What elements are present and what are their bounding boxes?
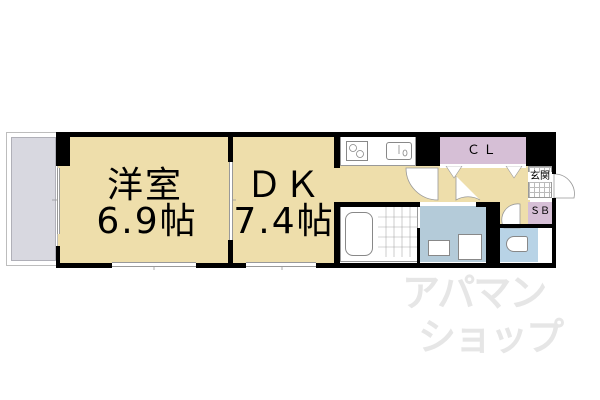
wall-bottom-1 (56, 263, 112, 268)
partition-door (229, 160, 233, 242)
watermark-line2: ショップ (418, 315, 564, 359)
wall-bath-left (334, 202, 340, 268)
wall-right-lower (552, 198, 556, 268)
shoe-box-label: ＳＢ (530, 206, 550, 217)
window-balcony-side (57, 168, 60, 234)
wall-left-lower (56, 246, 60, 268)
washing-machine-space (458, 234, 482, 260)
bath-tile-grid (378, 207, 418, 257)
dk-room-name: ＤＫ (245, 165, 322, 206)
wall-toilet-top (500, 224, 552, 228)
wall-kitchen-right (416, 132, 440, 166)
balcony (11, 137, 56, 261)
shoe-box (528, 202, 552, 224)
wall-top (56, 132, 556, 137)
sink-icon (386, 142, 412, 160)
wall-partition-bottom (228, 240, 233, 266)
washbasin-icon (428, 240, 450, 256)
wall-right-top (526, 132, 556, 166)
dk-room (232, 136, 340, 264)
watermark-line1: アパマン (402, 271, 547, 315)
closet-door-icon (445, 166, 523, 179)
bathtub-icon (345, 212, 373, 256)
closet (440, 136, 526, 166)
wall-kitchen-left (334, 132, 340, 168)
closet-door-strip (440, 164, 526, 168)
entrance-label: 玄関 (528, 171, 552, 182)
wall-partition-top (228, 132, 233, 162)
wall-bath-wash-divider (417, 228, 420, 264)
western-room (58, 136, 230, 264)
wall-bottom-2 (196, 263, 246, 268)
western-room-name: 洋室 (106, 165, 183, 206)
western-room-size: 6.9帖 (96, 201, 198, 242)
stove-icon (346, 141, 368, 161)
wall-right (552, 132, 556, 174)
wall-wash-top (476, 202, 490, 207)
window-western (112, 262, 196, 267)
wall-wash-right (486, 202, 500, 268)
wall-top-left-block (56, 132, 70, 166)
wall-bottom-3 (316, 263, 556, 268)
wall-bath-top (334, 202, 420, 207)
closet-label: ＣＬ (466, 143, 499, 158)
dk-room-size: 7.4帖 (233, 201, 335, 242)
window-dk (246, 262, 316, 267)
toilet-icon (506, 236, 528, 252)
